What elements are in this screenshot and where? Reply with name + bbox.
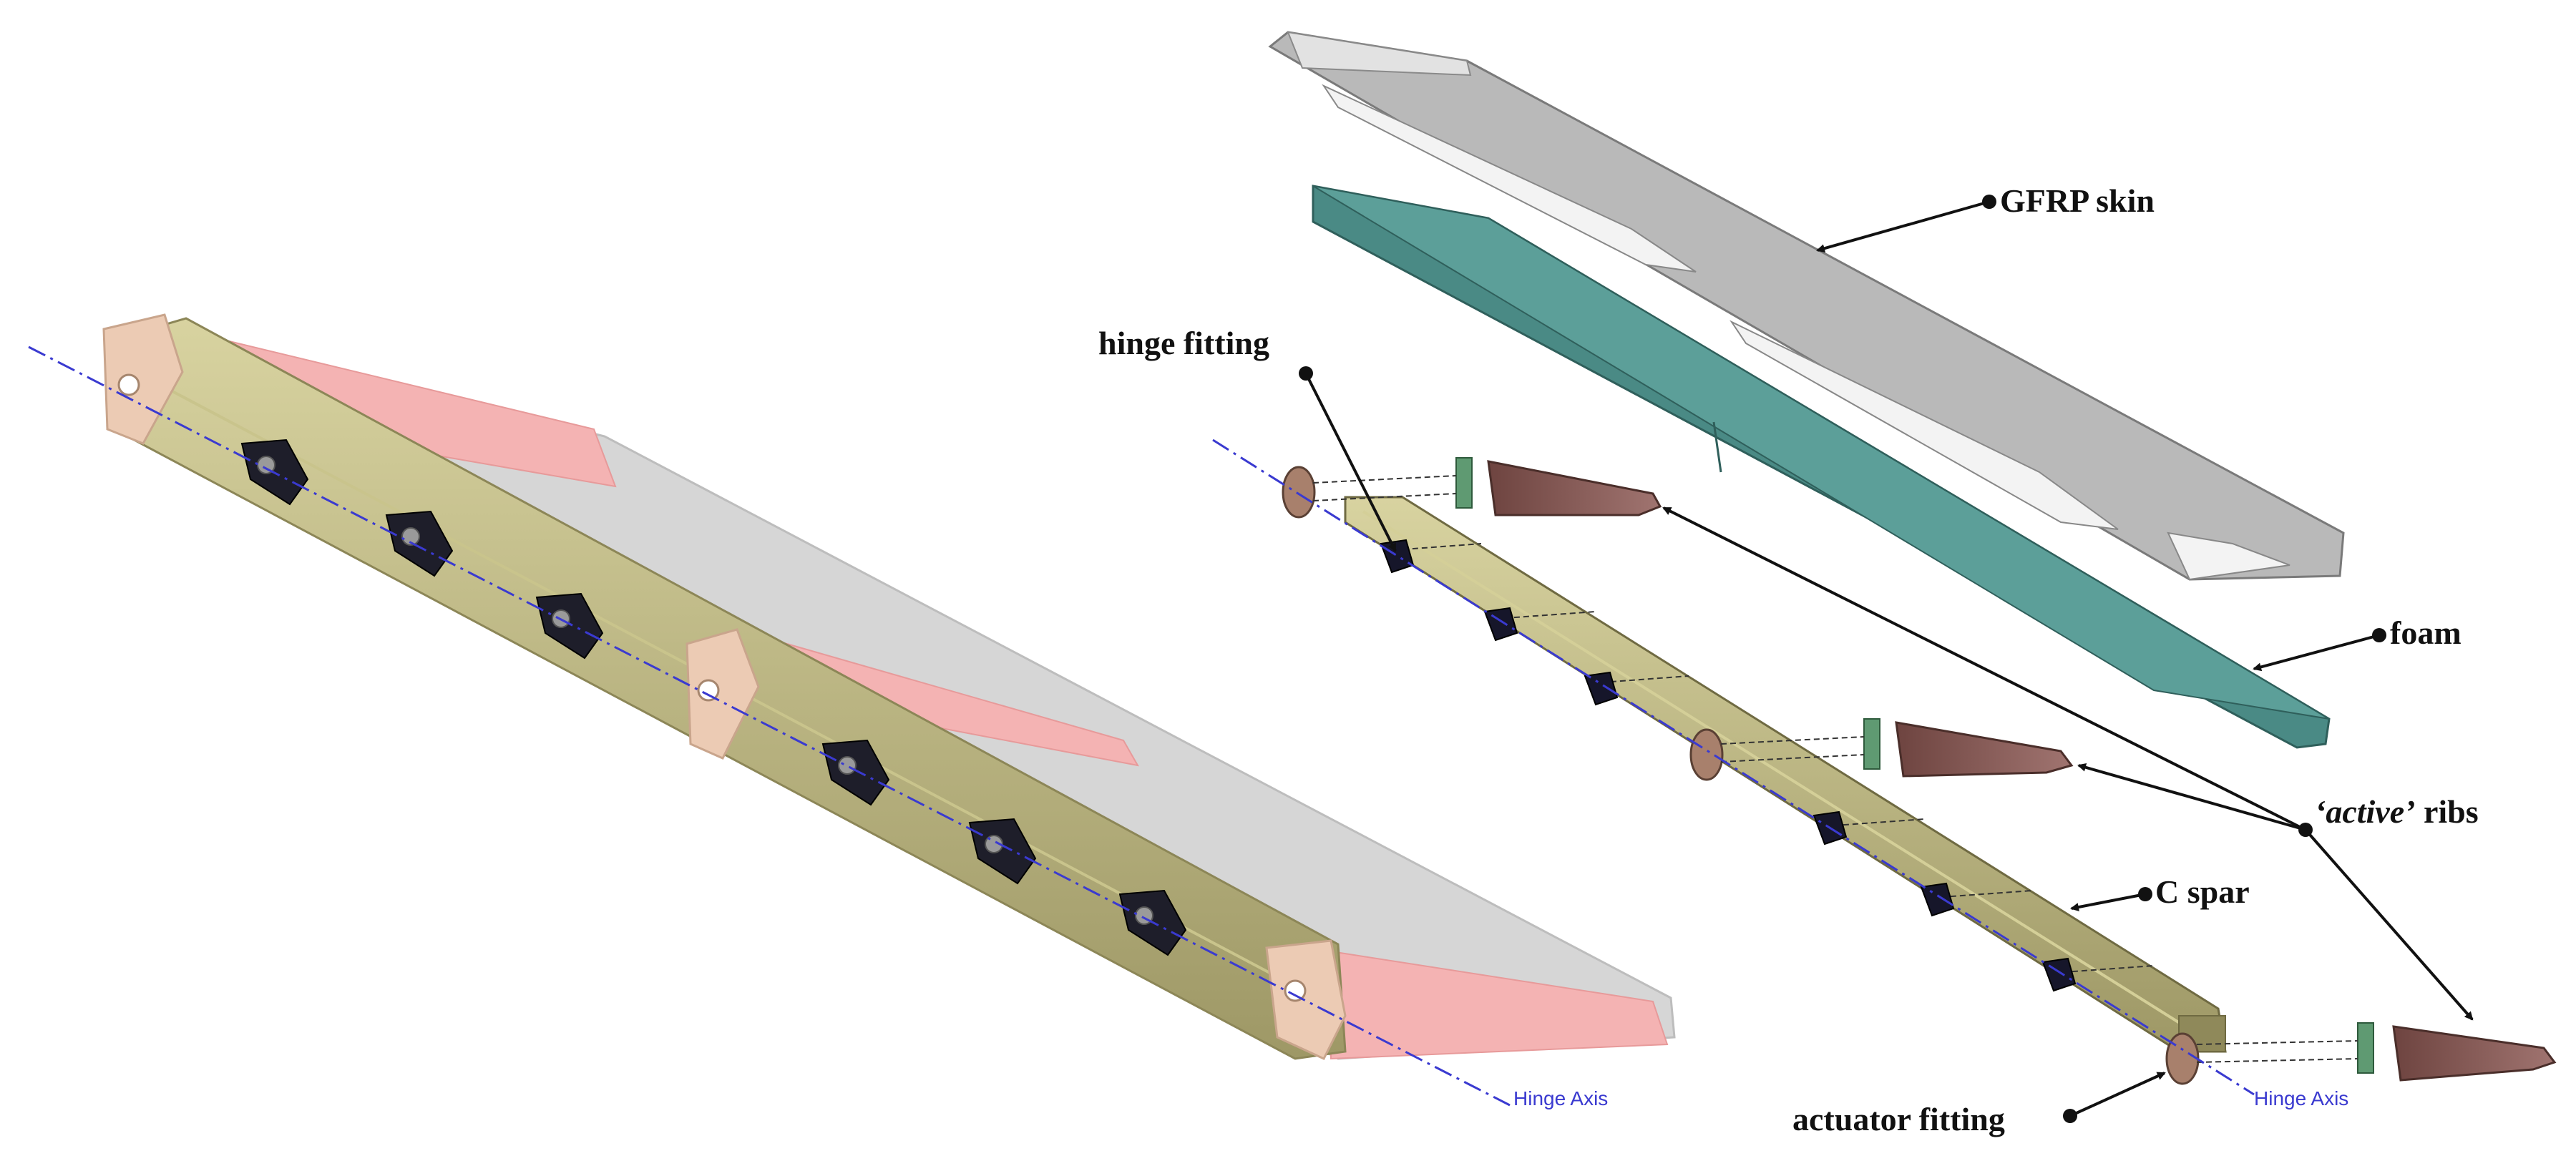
active-rib-leader-2 — [2077, 763, 2306, 831]
assembled-hinge-5 — [968, 818, 1037, 885]
assembled-end-fitting-1 — [102, 313, 184, 445]
foam-leader — [2253, 634, 2380, 672]
assembled-hinge-1-hole — [257, 456, 275, 474]
assembled-end-fitting-1-hole — [117, 373, 140, 396]
exploded-hinge-axis-label: Hinge Axis — [2254, 1087, 2348, 1109]
leader-lines — [1304, 200, 2474, 1117]
gfrp-skin-leader — [1816, 200, 1990, 253]
gfrp-skin-top-face — [1287, 31, 1472, 77]
assembled-mid-fitting — [686, 628, 760, 760]
exploded-hinge-5 — [1920, 882, 1955, 917]
exploded-plate-1 — [1455, 457, 1473, 509]
c-spar-leader — [2070, 893, 2146, 911]
c-spar-ridge — [1362, 510, 2198, 1035]
foam-top-face — [1312, 185, 2330, 720]
exploded-hinge-3 — [1584, 671, 1619, 706]
foam-label: foam — [2390, 614, 2462, 651]
actuator-fitting-leader — [2069, 1072, 2166, 1117]
assembled-hinge-4 — [821, 739, 890, 806]
exploded-actuator-fitting — [2165, 1032, 2200, 1085]
exploded-hinge-axis — [1212, 439, 2255, 1096]
assembled-hinge-2 — [385, 510, 454, 577]
assembled-hinge-axis-label: Hinge Axis — [1513, 1087, 1608, 1109]
hinge-fitting-label: hinge fitting — [1098, 325, 1269, 361]
foam-split-line — [1712, 421, 1722, 473]
exploded-mid-fitting — [1689, 728, 1724, 781]
active-ribs-label: ‘active’ ribs — [2315, 793, 2479, 830]
gfrp-skin-end-cap — [2167, 531, 2290, 581]
active-ribs-italic: ‘active’ — [2315, 793, 2415, 830]
assembled-hinge-2-hole — [401, 527, 420, 546]
active-rib-1 — [1487, 460, 1662, 516]
exploded-plate-2 — [1863, 718, 1880, 770]
leader-dots — [1299, 195, 2386, 1123]
gfrp-skin-part — [1268, 31, 2345, 581]
active-rib-3 — [2392, 1025, 2557, 1082]
assembled-hinge-4-hole — [838, 756, 857, 775]
active-rib-2 — [1895, 721, 2074, 778]
assembled-view: Hinge Axis — [28, 313, 1676, 1109]
assembled-end-fitting-2-hole — [1284, 979, 1307, 1002]
hinge-fitting-leader — [1304, 373, 1397, 552]
active-rib-leader-1 — [1662, 506, 2306, 831]
active-ribs-rest: ribs — [2415, 793, 2478, 830]
gfrp-skin-cutout-2 — [1729, 320, 2119, 530]
exploded-view: Hinge Axis GFRP skin hinge fitting foam … — [1098, 31, 2557, 1137]
exploded-plate-3 — [2357, 1022, 2374, 1074]
actuator-fitting-label: actuator fitting — [1792, 1101, 2005, 1137]
c-spar-label: C spar — [2155, 873, 2250, 910]
exploded-bolts — [1312, 475, 2358, 1063]
assembled-end-fitting-2 — [1265, 939, 1347, 1060]
assembled-mid-fitting-hole — [697, 679, 720, 702]
active-rib-leader-3 — [2304, 828, 2474, 1021]
gfrp-skin-cutout-1 — [1322, 84, 1697, 273]
assembled-hinge-axis — [28, 346, 1511, 1107]
assembled-hinge-3 — [535, 592, 604, 660]
exploded-end-fitting-1 — [1282, 466, 1316, 519]
gfrp-skin-label: GFRP skin — [2000, 182, 2155, 219]
